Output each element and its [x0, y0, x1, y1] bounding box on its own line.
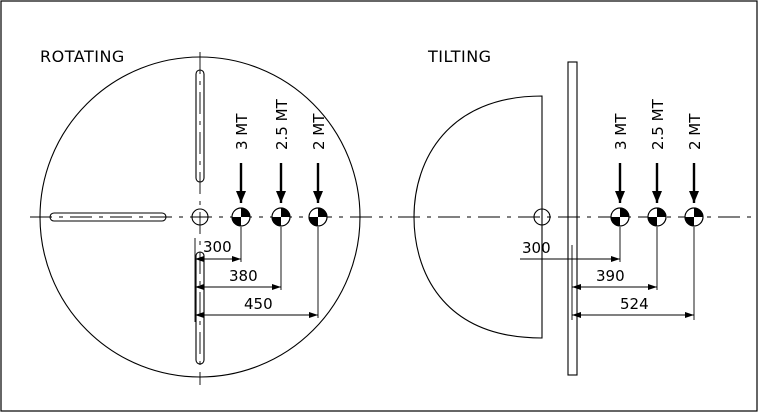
tilting-view: TILTING 3 MT 2.5 MT	[398, 47, 752, 376]
rotating-slot-vertical-upper	[195, 69, 205, 183]
tilting-load-label-3mt: 3 MT	[612, 113, 630, 150]
tilting-dimension-300: 300	[522, 239, 551, 257]
tilting-load-label-2-5mt: 2.5 MT	[649, 98, 667, 150]
rotating-slot-vertical-lower	[195, 251, 205, 365]
rotating-title: ROTATING	[40, 47, 125, 66]
rotating-dimension-450: 450	[244, 295, 273, 313]
rotating-view: ROTATING 3 MT	[30, 47, 392, 385]
rotating-dimension-300: 300	[203, 238, 232, 256]
rotating-center-hole	[191, 208, 209, 226]
rotating-load-label-2mt: 2 MT	[310, 113, 328, 150]
tilting-title: TILTING	[427, 47, 492, 66]
tilting-dimension-390: 390	[596, 267, 625, 285]
rotating-load-label-2-5mt: 2.5 MT	[273, 98, 291, 150]
tilting-center-hole	[533, 208, 551, 226]
rotating-dimension-380: 380	[229, 267, 258, 285]
rotating-load-point-3mt	[231, 207, 251, 227]
tilting-load-point-2mt	[684, 207, 704, 227]
rotating-load-label-3mt: 3 MT	[233, 113, 251, 150]
rotating-load-point-2mt	[308, 207, 328, 227]
rotating-load-point-2-5mt	[271, 207, 291, 227]
tilting-load-point-2-5mt	[647, 207, 667, 227]
rotating-slot-horizontal	[49, 212, 167, 222]
tilting-dimension-524: 524	[620, 295, 649, 313]
tilting-load-label-2mt: 2 MT	[686, 113, 704, 150]
tilting-half-disc	[413, 95, 543, 339]
tilting-table-plate	[567, 61, 578, 376]
tilting-load-point-3mt	[610, 207, 630, 227]
